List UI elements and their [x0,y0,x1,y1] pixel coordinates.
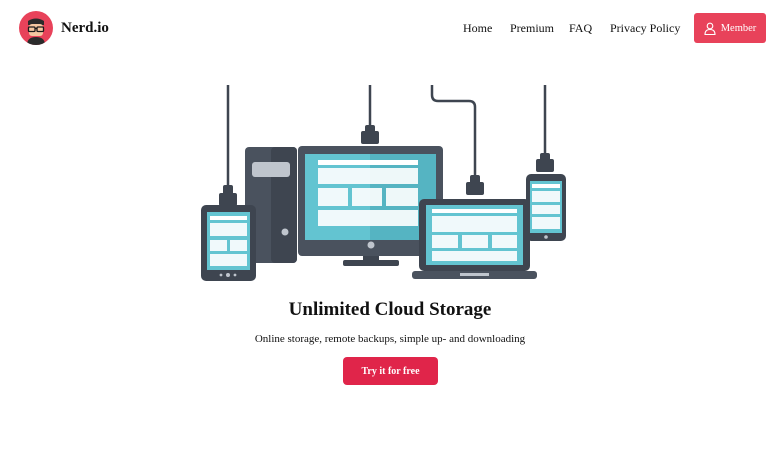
nav-link-premium[interactable]: Premium [510,21,554,35]
nav-link-faq[interactable]: FAQ [569,21,593,35]
nerd-glasses-icon [19,11,53,45]
try-free-button[interactable]: Try it for free [343,357,438,385]
nav-link-home[interactable]: Home [463,21,493,35]
member-button[interactable]: Member [694,13,766,43]
site-header: Nerd.io Home Premium FAQ Privacy Policy … [0,0,774,58]
brand-link[interactable]: Nerd.io [19,11,109,45]
member-button-label: Member [720,22,757,34]
hero-subtitle: Online storage, remote backups, simple u… [254,333,526,345]
user-icon [704,22,716,35]
hero-title: Unlimited Cloud Storage [288,299,492,320]
brand-name: Nerd.io [61,19,109,36]
nav-link-privacy-policy[interactable]: Privacy Policy [610,21,681,35]
cloud-devices-illustration [201,85,566,281]
